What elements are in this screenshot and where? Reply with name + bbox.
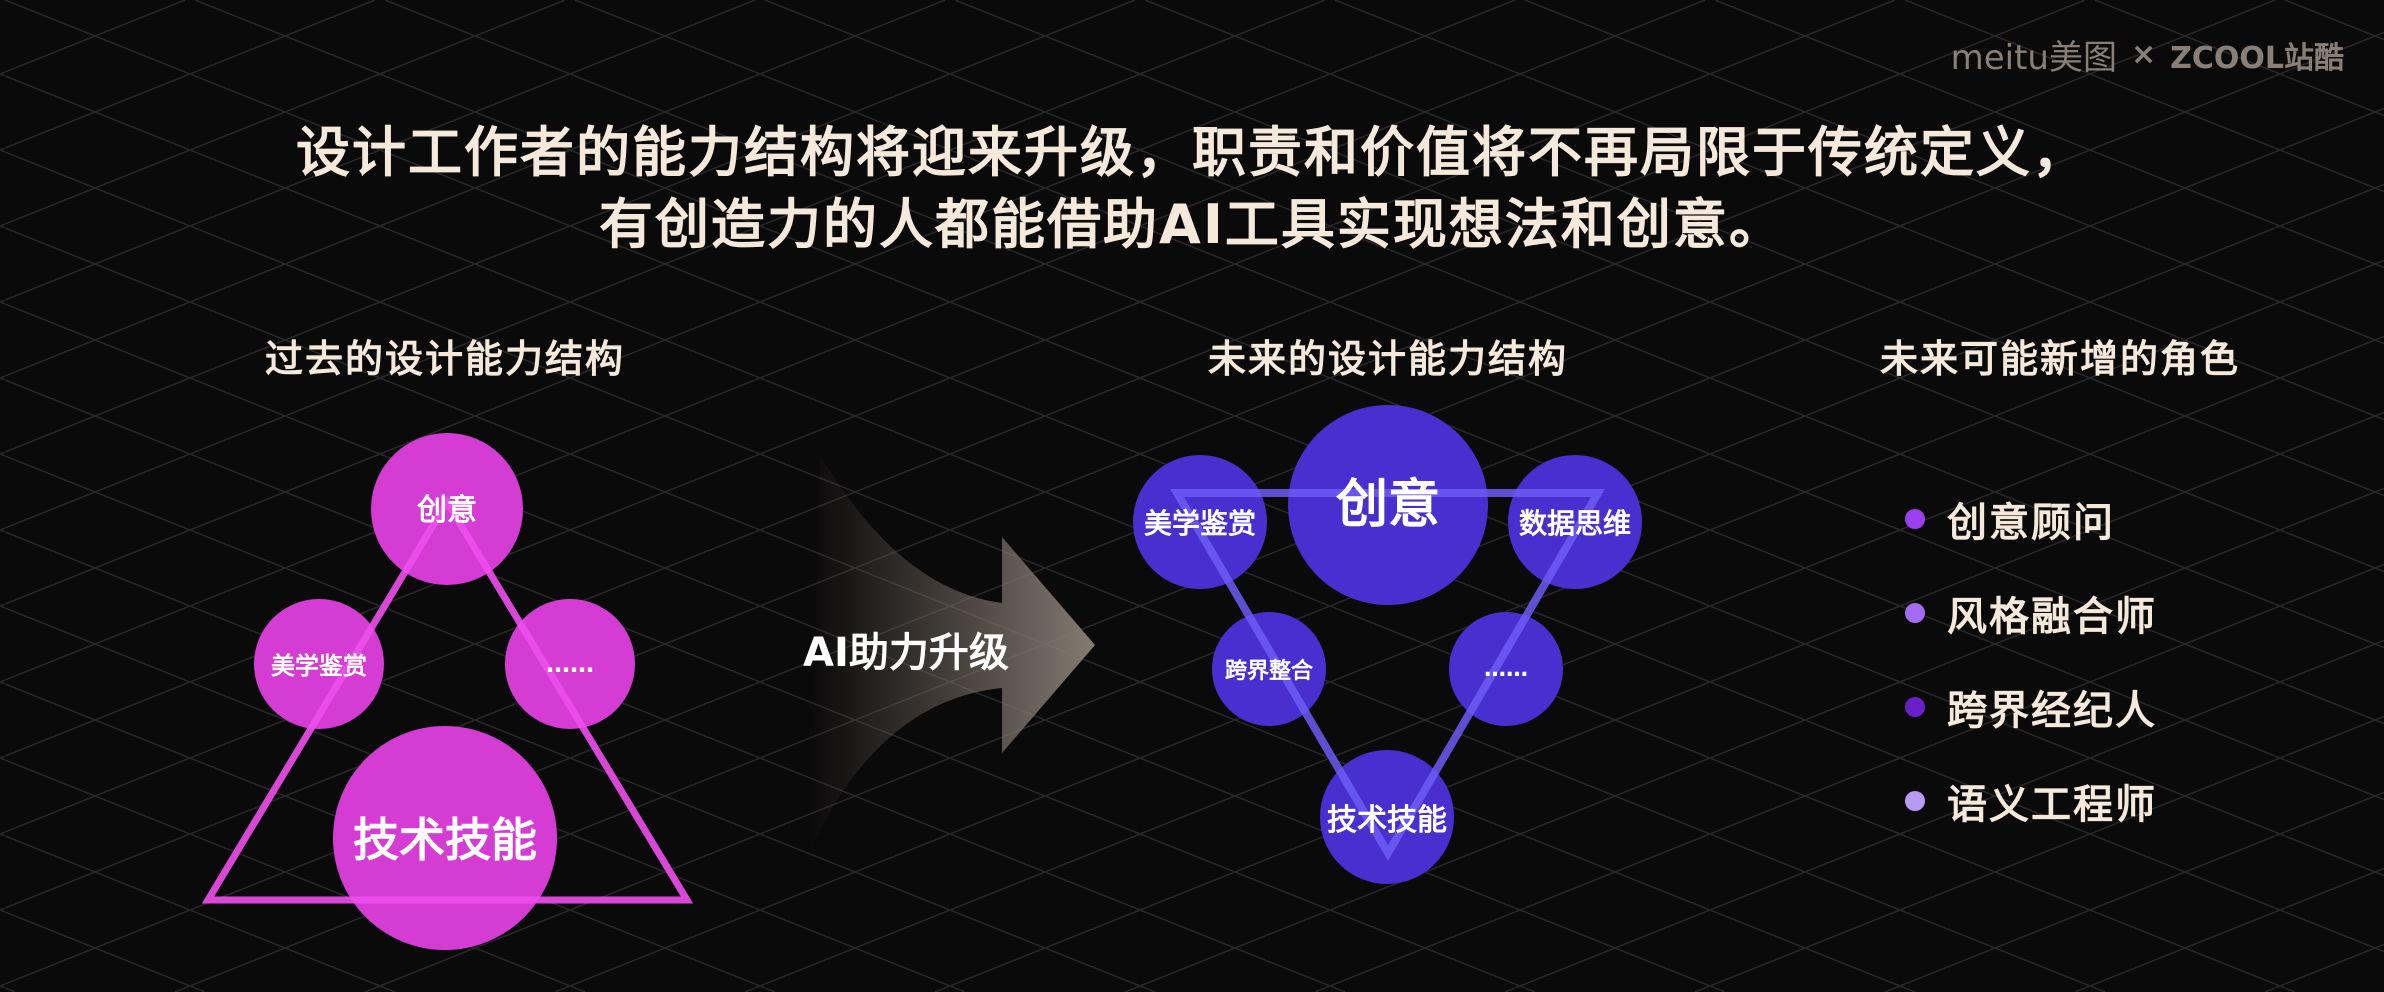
future-node-circle <box>1320 750 1454 884</box>
arrow-icon <box>810 455 1095 850</box>
grid-line <box>1144 0 2384 497</box>
grid-line <box>934 411 2384 992</box>
grid-line <box>954 0 2384 573</box>
future-node-circle <box>1508 455 1642 589</box>
grid-line <box>0 453 1346 992</box>
past-node-label: 美学鉴赏 <box>271 652 367 680</box>
role-label: 风格融合师 <box>1947 594 2157 640</box>
grid-line <box>0 0 756 303</box>
grid-line <box>1334 0 2384 421</box>
future-triangle <box>1170 489 1605 861</box>
future-node-circle <box>1288 405 1488 605</box>
meitu-logo: meitu美图 <box>1950 38 2117 78</box>
list-item: 跨界经纪人 <box>1905 678 2157 736</box>
bullet-icon <box>1905 791 1925 811</box>
roles-list: 创意顾问 风格融合师 跨界经纪人 语义工程师 <box>1905 490 2157 830</box>
grid-line <box>0 0 1136 455</box>
future-diagram: 创意 美学鉴赏 数据思维 跨界整合 …… 技术技能 <box>1133 405 1642 884</box>
grid-line <box>1904 0 2384 193</box>
roles-heading: 未来可能新增的角色 <box>1879 337 2241 381</box>
grid-line <box>1504 639 2384 992</box>
grid-line <box>2284 0 2384 41</box>
past-triangle <box>201 495 694 904</box>
future-node-label: 技术技能 <box>1327 803 1447 838</box>
grid-line <box>0 985 16 992</box>
grid-line <box>0 377 1536 992</box>
grid-line <box>0 529 1156 992</box>
zcool-logo: ZCOOL站酷 <box>2170 40 2344 76</box>
grid-line <box>0 149 2106 992</box>
grid-line <box>764 0 2384 649</box>
past-node-circle <box>505 599 635 729</box>
grid-line <box>1884 791 2384 992</box>
grid-line <box>0 0 376 151</box>
past-node-label: …… <box>546 650 594 678</box>
role-label: 跨界经纪人 <box>1947 688 2157 734</box>
logo: meitu美图 × ZCOOL站酷 <box>1951 30 2344 79</box>
list-item: 风格融合师 <box>1905 584 2157 642</box>
list-item: 语义工程师 <box>1905 772 2157 830</box>
title-line-1: 设计工作者的能力结构将迎来升级，职责和价值将不再局限于传统定义， <box>296 121 2088 184</box>
future-node-circle <box>1133 455 1267 589</box>
grid-line <box>2264 943 2384 992</box>
role-label: 语义工程师 <box>1947 782 2157 828</box>
bullet-icon <box>1905 603 1925 623</box>
grid-line <box>0 0 1706 683</box>
grid-line <box>2094 0 2384 117</box>
future-node-label: 跨界整合 <box>1225 658 1314 684</box>
past-node-label: 技术技能 <box>353 813 537 867</box>
role-label: 创意顾问 <box>1947 500 2115 546</box>
grid-line <box>2074 867 2384 992</box>
logo-separator: × <box>2130 37 2157 72</box>
grid-line <box>194 0 2384 877</box>
grid-line <box>1694 715 2384 992</box>
grid-line <box>0 0 946 379</box>
grid-line <box>1524 0 2384 345</box>
grid-line <box>744 335 2384 992</box>
grid-line <box>574 0 2384 725</box>
past-node-circle <box>254 599 384 729</box>
bullet-icon <box>1905 509 1925 529</box>
grid-line <box>0 0 1326 531</box>
grid-line <box>0 757 586 992</box>
past-node-circle <box>333 726 557 950</box>
past-node-label: 创意 <box>416 493 477 528</box>
grid-line <box>1124 487 2384 992</box>
grid-line <box>0 0 186 75</box>
grid-line <box>0 0 566 227</box>
title-line-2: 有创造力的人都能借助AI工具实现想法和创意。 <box>599 193 1785 256</box>
grid-line <box>1714 0 2384 269</box>
grid-line <box>1314 563 2384 992</box>
future-node-label: …… <box>1484 657 1528 682</box>
grid-line <box>0 833 396 992</box>
future-node-label: 创意 <box>1335 475 1440 535</box>
future-node-label: 美学鉴赏 <box>1144 507 1256 540</box>
grid-line <box>0 0 1516 607</box>
future-node-label: 数据思维 <box>1519 507 1631 540</box>
list-item: 创意顾问 <box>1905 490 2157 548</box>
future-heading: 未来的设计能力结构 <box>1207 337 1569 381</box>
grid-line <box>0 909 206 992</box>
past-node-circle <box>371 433 523 585</box>
past-diagram: 创意 美学鉴赏 …… 技术技能 <box>201 433 694 950</box>
past-heading: 过去的设计能力结构 <box>264 337 626 381</box>
bullet-icon <box>1905 697 1925 717</box>
arrow-label: AI助力升级 <box>803 630 1009 676</box>
grid-line <box>384 0 2384 801</box>
